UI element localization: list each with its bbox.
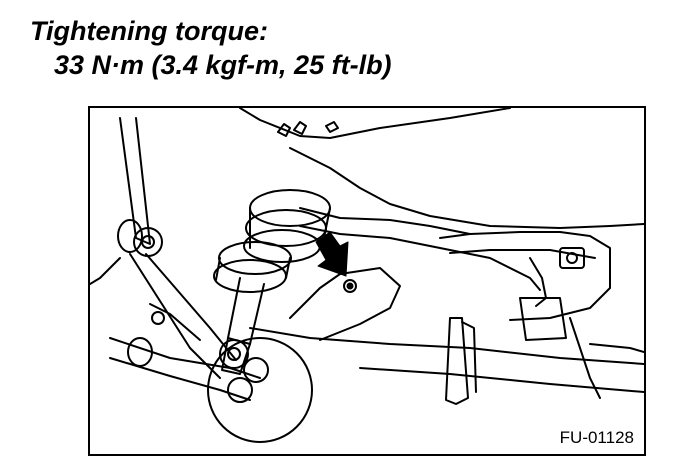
stab-link bbox=[151, 311, 165, 325]
tightening-bolt bbox=[343, 279, 357, 293]
top-bolts bbox=[277, 121, 339, 137]
suspension-illustration bbox=[90, 108, 644, 443]
body-panel bbox=[239, 108, 511, 139]
bracket-right bbox=[559, 247, 585, 269]
hub-bushing-inner bbox=[227, 347, 241, 361]
bold-arrow-icon bbox=[315, 231, 349, 277]
bolt-right bbox=[566, 252, 578, 264]
lower-right-line-2 bbox=[589, 343, 644, 353]
torque-label: Tightening torque: bbox=[30, 16, 268, 46]
knuckle bbox=[289, 267, 401, 341]
lateral-arm-3 bbox=[90, 257, 121, 285]
mount-right bbox=[519, 297, 567, 341]
coil-spring-lower bbox=[213, 241, 292, 293]
shock-absorber bbox=[227, 277, 265, 345]
tightening-bolt-inner bbox=[346, 282, 354, 290]
illustration-frame: FU-01128 bbox=[88, 106, 646, 456]
upper-arm-lower bbox=[299, 225, 541, 291]
crossmember bbox=[439, 231, 611, 321]
lower-right-line bbox=[569, 317, 601, 399]
floor-line bbox=[249, 327, 644, 365]
floor-line-2 bbox=[359, 367, 644, 393]
figure-code: FU-01128 bbox=[559, 428, 634, 447]
lateral-arm-1 bbox=[145, 253, 237, 361]
hub-bushing-3 bbox=[227, 377, 253, 403]
lateral-arm-2 bbox=[129, 253, 221, 379]
hub-bushing-2 bbox=[243, 357, 269, 383]
rear-bracket-2 bbox=[461, 321, 477, 393]
torque-caption: Tightening torque: 33 N·m (3.4 kgf-m, 25… bbox=[30, 14, 392, 82]
rear-bracket bbox=[445, 317, 469, 405]
torque-value: 33 N·m (3.4 kgf-m, 25 ft-lb) bbox=[54, 50, 392, 80]
arm-end bbox=[529, 257, 547, 307]
hub-bushing bbox=[219, 339, 249, 369]
wheel-hub bbox=[207, 337, 313, 443]
trailing-link-left bbox=[119, 117, 151, 245]
body-panel-lower bbox=[289, 147, 644, 229]
shock-absorber-lower bbox=[221, 337, 251, 375]
lower-arm-bushing bbox=[127, 337, 153, 367]
stabilizer bbox=[149, 303, 201, 341]
bushing-left-2 bbox=[117, 219, 143, 253]
